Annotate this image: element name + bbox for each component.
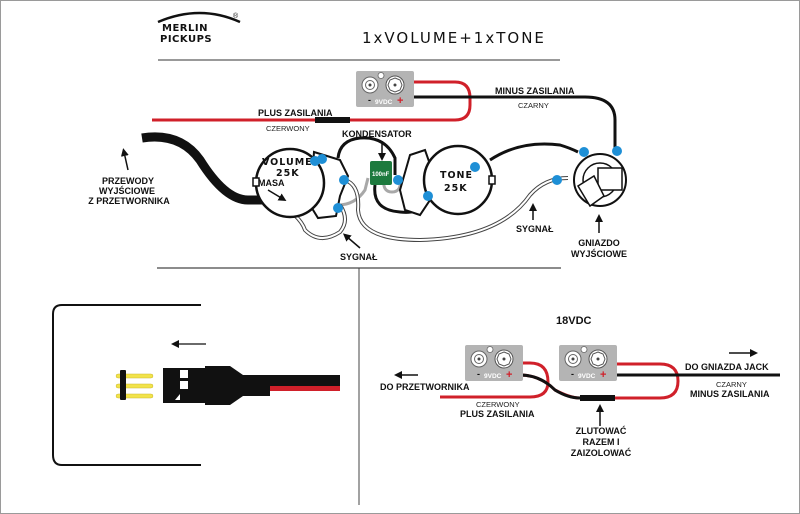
plus-wire-out — [440, 361, 550, 399]
pickup-wires-line1: PRZEWODY — [102, 176, 154, 186]
solder-note-line2: RAZEM I — [583, 437, 620, 447]
series-wiring — [440, 361, 780, 401]
pickup-cable — [141, 132, 275, 205]
jack-label-line1: GNIAZDO — [578, 238, 620, 248]
battery-voltage: 9VDC — [375, 99, 393, 106]
battery-left-voltage: 9VDC — [484, 373, 502, 380]
solder-note-line1: ZLUTOWAĆ — [576, 425, 627, 436]
battery-right-plus: + — [600, 369, 606, 381]
logo-line2: PICKUPS — [160, 34, 212, 45]
plug-housing — [163, 366, 340, 405]
minus-wire-black — [414, 95, 617, 150]
jack-label-line2: WYJŚCIOWE — [571, 248, 627, 259]
top-wiring — [141, 80, 617, 243]
pin-header — [115, 370, 154, 400]
battery-clip-left: - 9VDC + — [464, 344, 524, 382]
merlin-pickups-logo: MERLIN PICKUPS ® — [157, 11, 241, 45]
solder-point — [317, 154, 327, 164]
tone-value: 25K — [444, 183, 468, 194]
solder-point — [333, 203, 343, 213]
series-link-black — [519, 373, 600, 400]
battery-minus: - — [368, 95, 371, 105]
volume-name: VOLUME — [262, 157, 313, 168]
minus-supply-label: MINUS ZASILANIA — [495, 86, 575, 96]
volume-pot: VOLUME 25K MASA — [252, 147, 350, 220]
solder-point — [579, 147, 589, 157]
battery-left-minus: - — [477, 369, 480, 379]
heat-shrink — [315, 117, 350, 123]
pickup-wires-line3: Z PRZETWORNIKA — [88, 196, 170, 206]
solder-point — [470, 162, 480, 172]
battery-left-plus: + — [506, 369, 512, 381]
signal-wire-2 — [344, 177, 569, 242]
black-wire-vol — [336, 136, 397, 175]
capacitor-body — [370, 161, 392, 185]
registered-mark: ® — [233, 12, 239, 20]
diagram-title: 1xVOLUME+1xTONE — [362, 29, 546, 47]
logo-line1: MERLIN — [162, 23, 208, 34]
minus-color-label: CZARNY — [518, 101, 549, 110]
tone-pot: TONE 25K — [393, 144, 496, 217]
output-jack — [552, 146, 627, 208]
connector-diagram — [52, 304, 340, 466]
signal-label-left: SYGNAŁ — [340, 252, 378, 262]
logo-arc — [157, 11, 241, 24]
solder-point — [339, 175, 349, 185]
battery-right-voltage: 9VDC — [578, 373, 596, 380]
battery-clip-right: - 9VDC + — [558, 344, 618, 382]
bottom-minus-supply: MINUS ZASILANIA — [690, 389, 770, 399]
capacitor-label: KONDENSATOR — [342, 129, 412, 139]
battery-clip-top: - 9VDC + — [355, 70, 415, 108]
solder-point — [612, 146, 622, 156]
plus-wire-red — [152, 80, 472, 122]
bottom-plus-color: CZERWONY — [476, 400, 520, 409]
battery-plus: + — [397, 95, 403, 107]
capacitor-value: 100nF — [372, 172, 390, 178]
solder-point — [393, 175, 403, 185]
bottom-minus-color: CZARNY — [716, 380, 747, 389]
battery-right-minus: - — [571, 369, 574, 379]
volume-value: 25K — [276, 168, 300, 179]
capacitor: 100nF KONDENSATOR — [342, 129, 412, 185]
pickup-wires-line2: WYJŚCIOWE — [99, 185, 155, 196]
tone-name: TONE — [440, 170, 473, 181]
to-jack-label: DO GNIAZDA JACK — [685, 362, 769, 372]
ground-label: MASA — [258, 178, 285, 188]
solder-note-line3: ZAIZOLOWAĆ — [571, 447, 632, 458]
signal-label-right: SYGNAŁ — [516, 224, 554, 234]
bottom-plus-supply: PLUS ZASILANIA — [460, 409, 535, 419]
solder-point — [423, 191, 433, 201]
black-wire-jack — [489, 142, 579, 162]
solder-point — [552, 175, 562, 185]
bracket-outline — [52, 304, 201, 466]
series-heat-shrink — [580, 395, 615, 401]
series-heading: 18VDC — [556, 315, 592, 327]
plus-color-label: CZERWONY — [266, 124, 310, 133]
plus-supply-label: PLUS ZASILANIA — [258, 108, 333, 118]
to-pickup-label: DO PRZETWORNIKA — [380, 382, 470, 392]
